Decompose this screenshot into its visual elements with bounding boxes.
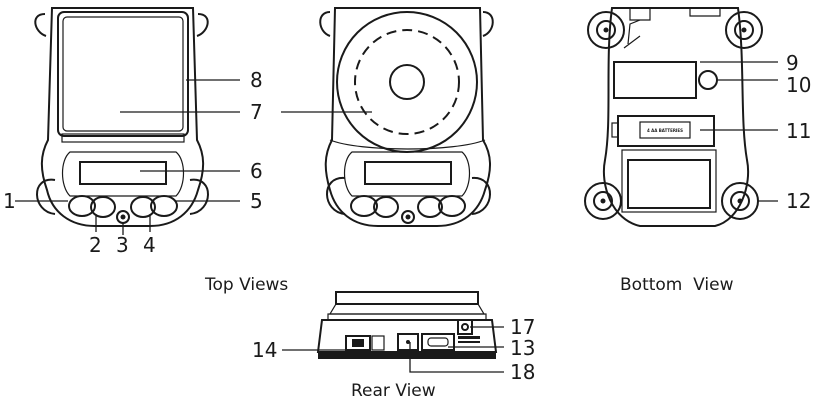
foot-top-left — [319, 11, 331, 37]
callout-3: 3 — [116, 233, 129, 257]
foot-bottom-right — [721, 182, 759, 220]
callout-13: 13 — [510, 336, 535, 360]
callouts: 1 2 3 4 5 6 7 8 9 10 11 12 13 14 17 18 — [3, 51, 811, 384]
power-jack — [345, 335, 371, 351]
pan-edge — [335, 291, 479, 305]
callout-7: 7 — [250, 100, 263, 124]
protective-cover — [57, 11, 189, 137]
hook — [623, 19, 641, 49]
callout-5: 5 — [250, 189, 263, 213]
caption-bottom-view: Bottom View — [620, 275, 734, 295]
rear-view — [316, 291, 498, 359]
lock-hook — [457, 319, 473, 335]
key-4 — [130, 196, 156, 218]
label-plate — [613, 61, 697, 99]
base-outline — [603, 7, 749, 227]
scale-body — [324, 7, 491, 227]
key-1 — [68, 195, 96, 217]
rear-base — [318, 352, 496, 359]
callout-2: 2 — [89, 233, 102, 257]
foot-bottom-left — [584, 182, 622, 220]
foot-bottom-left — [36, 178, 56, 215]
top-view-pan — [319, 7, 494, 227]
foot-top-left — [587, 11, 625, 49]
display-window — [79, 161, 167, 185]
pan-center — [389, 64, 425, 100]
pan-support-outline — [354, 29, 460, 135]
caption-rear-view: Rear View — [351, 381, 436, 401]
battery-label: 4 AA BATTERIES — [647, 128, 683, 133]
key-5 — [150, 195, 178, 217]
callout-6: 6 — [250, 159, 263, 183]
callout-9: 9 — [786, 51, 799, 75]
foot-top-left — [34, 13, 47, 37]
callout-11: 11 — [786, 119, 811, 143]
front-panel — [343, 151, 471, 197]
cover-inner — [62, 16, 184, 132]
callout-8: 8 — [250, 68, 263, 92]
front-panel — [61, 151, 185, 197]
foot-top-right — [725, 11, 763, 49]
foot-top-right — [482, 11, 494, 37]
callout-18: 18 — [510, 360, 535, 384]
callout-4: 4 — [143, 233, 156, 257]
foot-bottom-right — [471, 176, 491, 215]
weighing-pan — [336, 11, 478, 153]
bottom-panel — [627, 159, 711, 209]
security-slot — [397, 333, 419, 351]
foot-bottom-left — [326, 176, 346, 215]
bottom-view: 4 AA BATTERIES — [584, 7, 763, 227]
callout-1: 1 — [3, 189, 16, 213]
callout-14: 14 — [252, 338, 277, 362]
display-window — [364, 161, 452, 185]
caption-top-views: Top Views — [204, 275, 288, 295]
foot-top-right — [196, 13, 209, 37]
callout-17: 17 — [510, 315, 535, 339]
leader-lines — [15, 61, 778, 373]
level-adjust-knob — [698, 70, 718, 90]
callout-12: 12 — [786, 189, 811, 213]
top-view-with-cover — [34, 7, 209, 227]
cover-hinge — [61, 133, 185, 143]
callout-10: 10 — [786, 73, 811, 97]
foot-bottom-right — [189, 178, 209, 215]
rs232-port — [421, 333, 455, 351]
key-2 — [90, 196, 116, 218]
